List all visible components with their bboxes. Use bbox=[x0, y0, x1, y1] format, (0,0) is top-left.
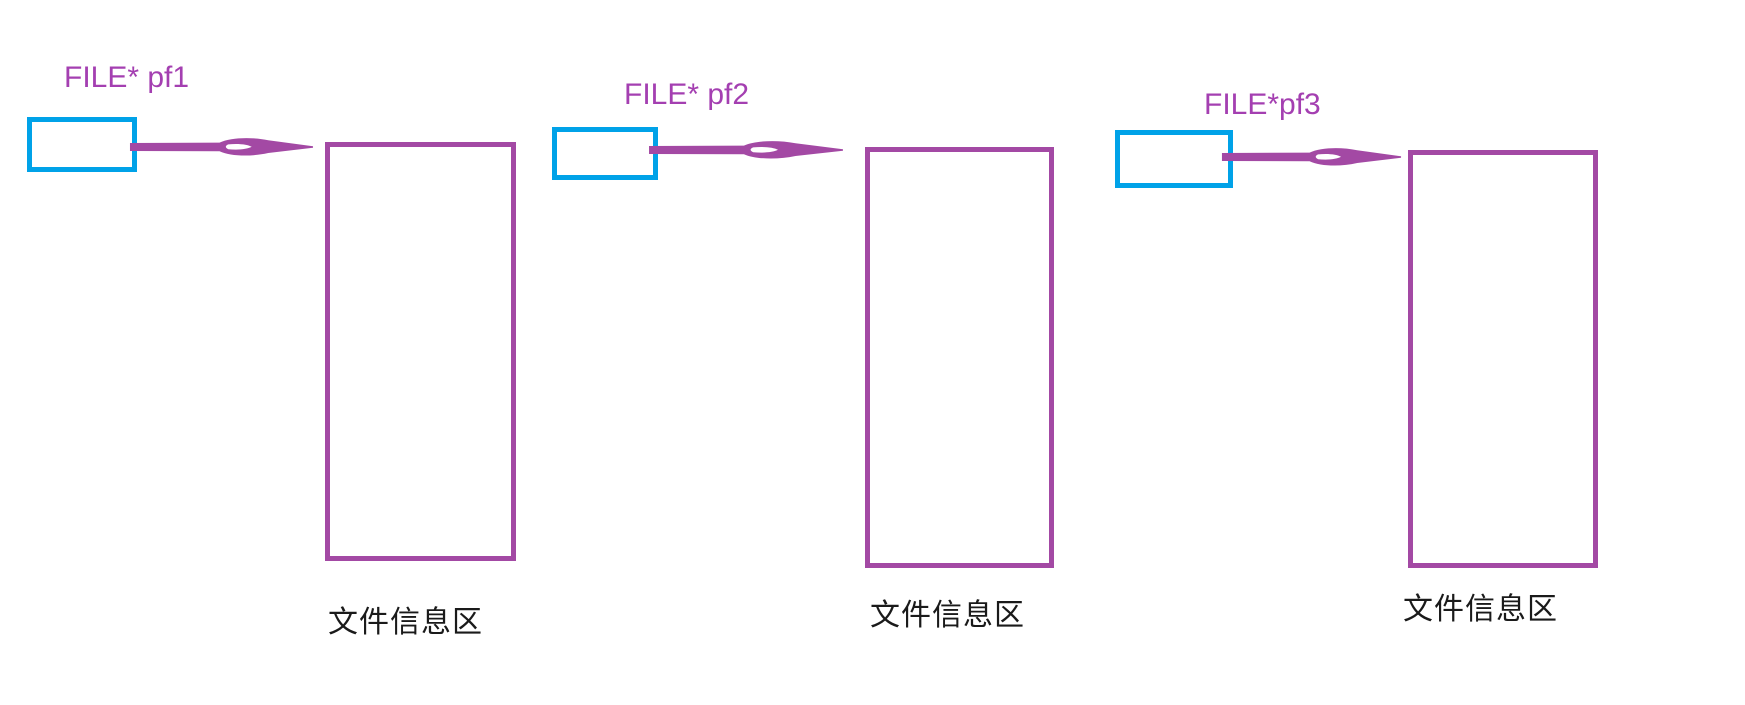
pointer-variable-box bbox=[552, 127, 658, 180]
file-info-area-box bbox=[1408, 150, 1598, 568]
right-arrow-icon bbox=[649, 141, 843, 159]
right-arrow-icon bbox=[1221, 148, 1402, 166]
pointer-declaration-label: FILE*pf3 bbox=[1204, 88, 1321, 121]
pointer-variable-box bbox=[1115, 130, 1233, 188]
pointer-declaration-label: FILE* pf2 bbox=[624, 78, 750, 111]
file-info-area-label: 文件信息区 bbox=[328, 606, 483, 639]
file-info-area-label: 文件信息区 bbox=[870, 599, 1025, 632]
file-info-area-label: 文件信息区 bbox=[1403, 593, 1558, 626]
pointer-declaration-label: FILE* pf1 bbox=[64, 61, 190, 94]
right-arrow-icon bbox=[129, 138, 314, 156]
pointer-variable-box bbox=[27, 117, 137, 172]
file-info-area-box bbox=[865, 147, 1054, 568]
file-info-area-box bbox=[325, 142, 516, 561]
